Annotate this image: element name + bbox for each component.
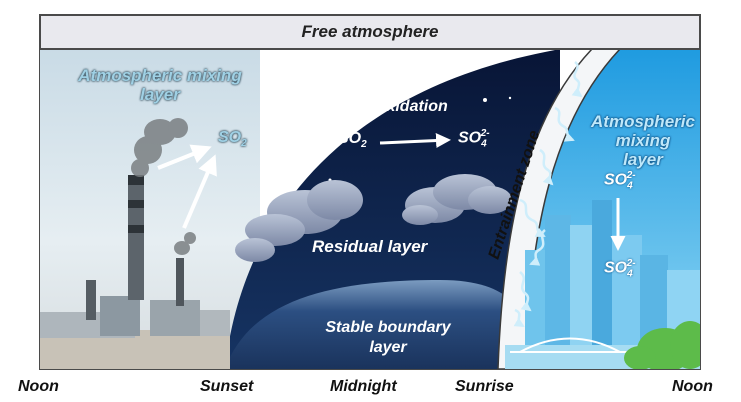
so2-left-label: SO2 [218, 128, 247, 153]
oxidation-label: Oxidation [374, 98, 448, 116]
mixing-layer-right-label: Atmospheric mixing layer [588, 112, 698, 169]
mixing-layer-left-label: Atmospheric mixing layer [60, 66, 260, 104]
stable-boundary-layer-label: Stable boundary layer [308, 318, 468, 358]
time-sunset: Sunset [200, 378, 253, 396]
residual-layer-label: Residual layer [312, 237, 427, 257]
so4-night-label: SO42- [458, 128, 490, 150]
time-midnight: Midnight [330, 378, 397, 396]
so2-night-label: SO2 [338, 130, 367, 150]
free-atmosphere-label: Free atmosphere [40, 22, 700, 42]
time-sunrise: Sunrise [455, 378, 514, 396]
time-noon-end: Noon [672, 378, 713, 396]
time-noon-start: Noon [18, 378, 59, 396]
so4-right-top-label: SO42- [604, 170, 636, 192]
so4-right-bottom-label: SO42- [604, 258, 636, 280]
